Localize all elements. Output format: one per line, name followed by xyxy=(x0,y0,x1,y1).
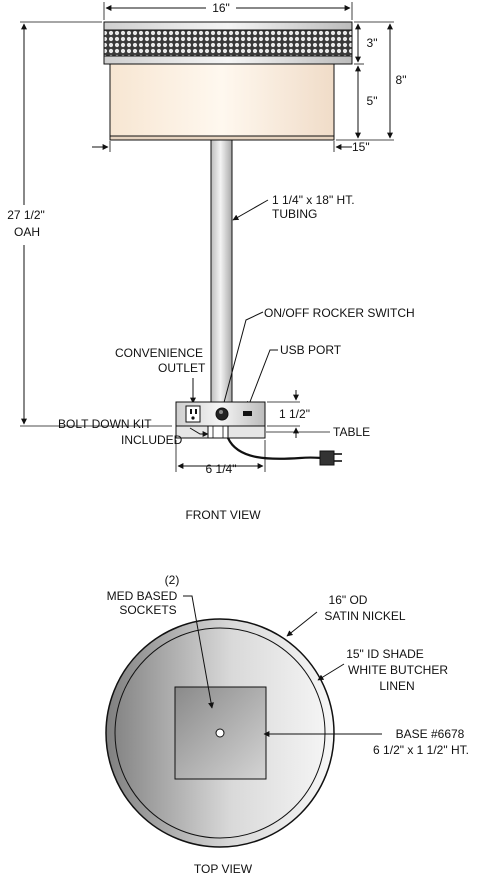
od-label-line2: SATIN NICKEL xyxy=(324,609,405,623)
od-label-line1: 16" OD xyxy=(329,593,368,607)
shade-label-line3: LINEN xyxy=(379,679,414,693)
bolt-label-line1: BOLT DOWN KIT xyxy=(58,417,152,431)
front-view: 16" 3" 5" 8" 15" 27 1/2" xyxy=(7,1,415,522)
power-plug xyxy=(319,450,335,466)
shade-top-cap xyxy=(103,21,353,31)
sockets-label-line3: SOCKETS xyxy=(119,603,176,617)
band-height-label: 3" xyxy=(367,36,378,50)
center-hub xyxy=(215,728,225,738)
shade-bottom-rim xyxy=(109,135,335,141)
rocker-switch xyxy=(215,407,229,421)
width-dimension-label: 16" xyxy=(212,1,230,15)
switch-label: ON/OFF ROCKER SWITCH xyxy=(264,306,415,320)
band-bottom-trim xyxy=(103,55,353,65)
outlet-label-line1: CONVENIENCE xyxy=(115,346,203,360)
base-label-line2: 6 1/2" x 1 1/2" HT. xyxy=(373,743,469,757)
table-label: TABLE xyxy=(333,425,370,439)
tubing xyxy=(210,139,233,403)
shade-inner-ring xyxy=(114,627,326,839)
sockets-label-line2: MED BASED xyxy=(107,589,178,603)
power-cord xyxy=(226,437,323,460)
oah-dimension-label: 27 1/2" xyxy=(7,208,45,222)
oah-label: OAH xyxy=(14,225,40,239)
tubing-label-line1: 1 1/4" x 18" HT. xyxy=(272,193,355,207)
usb-port xyxy=(243,411,252,416)
bolt-down-kit xyxy=(207,425,229,439)
front-view-title: FRONT VIEW xyxy=(185,508,261,522)
shade-label-line1: 15" ID SHADE xyxy=(346,647,424,661)
outlet-label-line2: OUTLET xyxy=(158,361,206,375)
perforated-band xyxy=(103,29,353,57)
total-shade-label: 8" xyxy=(396,73,407,87)
bolt-label-line2: INCLUDED xyxy=(121,433,183,447)
shade-label-line2: WHITE BUTCHER xyxy=(348,663,448,677)
outlet-receptacle xyxy=(185,405,201,423)
fabric-shade xyxy=(109,63,335,137)
top-view-title: TOP VIEW xyxy=(194,862,253,875)
tubing-label-line2: TUBING xyxy=(272,207,317,221)
bottom-od-label: 15" xyxy=(352,140,370,154)
base-width-label: 6 1/4" xyxy=(206,462,237,476)
base-label-line1: BASE #6678 xyxy=(396,727,465,741)
top-view: (2) MED BASED SOCKETS 16" OD SATIN NICKE… xyxy=(105,573,469,875)
sockets-label-line1: (2) xyxy=(165,573,180,587)
shade-height-label: 5" xyxy=(367,94,378,108)
usb-label: USB PORT xyxy=(280,343,342,357)
base-height-label: 1 1/2" xyxy=(279,407,310,421)
